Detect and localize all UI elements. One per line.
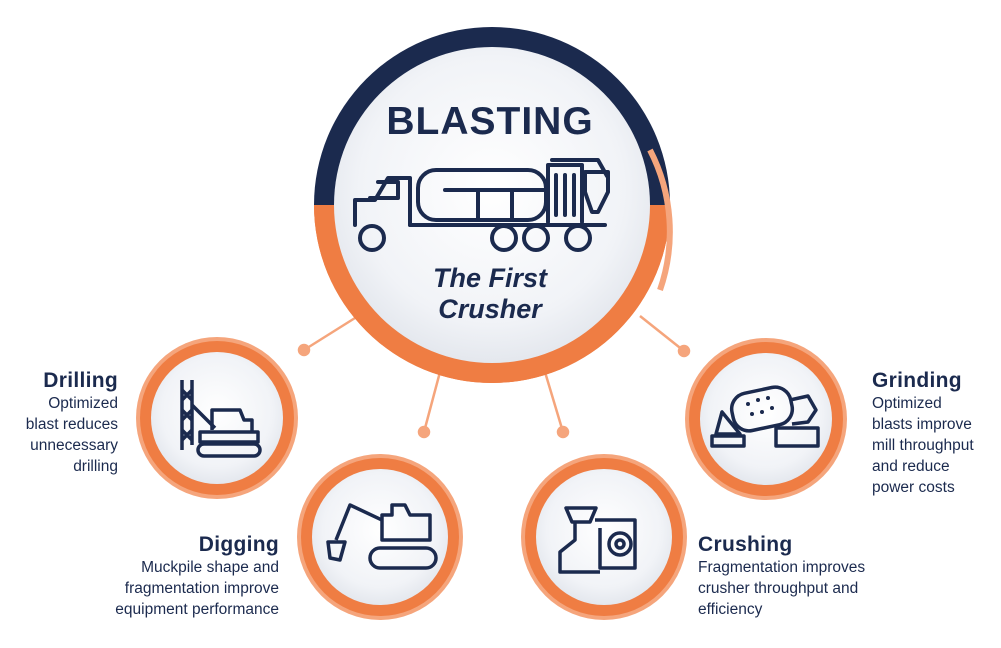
drilling-desc-1: Optimized [48, 395, 118, 412]
digging-circle [297, 454, 463, 620]
grinding-desc-3: mill throughput [872, 437, 974, 454]
crushing-desc-3: efficiency [698, 601, 763, 618]
subtitle-line-2: Crusher [438, 294, 542, 324]
crushing-title: Crushing [698, 533, 793, 556]
main-title: BLASTING [386, 100, 594, 143]
drilling-desc-4: drilling [73, 458, 118, 475]
drilling-desc-3: unnecessary [30, 437, 118, 454]
subtitle-line-1: The First [432, 263, 547, 293]
crusher-icon [558, 506, 637, 574]
blasting-truck-icon [353, 158, 610, 252]
subtitle: The First Crusher [340, 263, 640, 325]
grinding-title: Grinding [872, 369, 962, 392]
grinding-desc-5: power costs [872, 479, 955, 496]
crushing-circle [521, 454, 687, 620]
drill-rig-icon [180, 380, 262, 458]
grinding-desc-1: Optimized [872, 395, 942, 412]
drilling-label: Drilling Optimized blast reduces unneces… [10, 369, 118, 477]
crushing-label: Crushing Fragmentation improves crusher … [698, 533, 928, 620]
blasting-circle [314, 27, 673, 383]
grinding-circle [685, 338, 847, 500]
digging-title: Digging [198, 533, 279, 556]
digging-desc-1: Muckpile shape and [141, 559, 279, 576]
grinding-desc-2: blasts improve [872, 416, 972, 433]
drilling-circle [136, 337, 298, 499]
digging-desc-2: fragmentation improve [124, 580, 279, 597]
grinding-label: Grinding Optimized blasts improve mill t… [872, 369, 997, 498]
grinding-desc-4: and reduce [872, 458, 950, 475]
digging-label: Digging Muckpile shape and fragmentation… [60, 533, 279, 620]
crushing-desc-1: Fragmentation improves [698, 559, 866, 576]
digging-desc-3: equipment performance [115, 601, 279, 618]
drilling-title: Drilling [43, 369, 118, 392]
excavator-icon [326, 503, 438, 570]
ball-mill-icon [710, 385, 820, 448]
drilling-desc-2: blast reduces [25, 416, 118, 433]
connectors [297, 315, 691, 439]
crushing-desc-2: crusher throughput and [698, 580, 859, 597]
